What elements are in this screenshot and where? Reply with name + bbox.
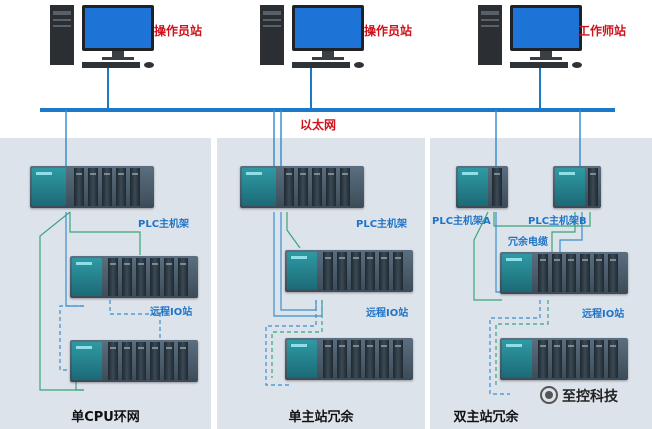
link-green-3a: [473, 211, 502, 301]
link-dash-2b: [271, 300, 323, 378]
cpu-module: [242, 168, 276, 206]
panel-title: 单CPU环网: [71, 410, 140, 425]
plc-main-rack: [240, 166, 364, 208]
remote-io-station: [500, 252, 628, 294]
workstation-computer-icon: [50, 5, 154, 68]
plc-rack-a-label: PLC主机架A: [432, 216, 491, 227]
link-dash-2: [265, 300, 317, 386]
redundant-cable: [493, 212, 591, 227]
station-label: 操作员站: [364, 24, 413, 38]
panel-title: 双主站冗余: [453, 410, 519, 425]
io-interface-module: [287, 340, 317, 378]
ring-green-1: [39, 211, 84, 391]
plc-main-rack: [30, 166, 154, 208]
plc-main-rack-b: [553, 166, 601, 208]
remote-io-station: [285, 250, 413, 292]
io-interface-module: [502, 254, 532, 292]
station-label: 操作员站: [154, 24, 203, 38]
io-interface-module: [287, 252, 317, 290]
io-interface-module: [72, 258, 102, 296]
panel-title: 单主站冗余: [288, 410, 354, 425]
plc-rack-label: PLC主机架: [356, 219, 408, 230]
cpu-module: [555, 168, 585, 206]
remote-io-station: [285, 338, 413, 380]
workstation-computer-icon: [260, 5, 364, 68]
ethernet-label: 以太网: [300, 118, 337, 132]
io-interface-module: [502, 340, 532, 378]
remote-io-station: [70, 340, 198, 382]
link-dash-3b: [495, 300, 549, 386]
link-green-3b: [551, 212, 576, 252]
cpu-module: [458, 168, 488, 206]
link-green-2: [286, 212, 301, 249]
io-station-label: 远程IO站: [366, 308, 409, 319]
ring-dash-1b: [109, 300, 161, 338]
io-station-label: 远程IO站: [582, 309, 625, 320]
io-interface-module: [72, 342, 102, 380]
plc-rack-label: PLC主机架: [138, 219, 190, 230]
link-blue-2b: [280, 212, 317, 311]
link-dash-3: [489, 300, 541, 395]
remote-io-station: [70, 256, 198, 298]
plc-rack-b-label: PLC主机架B: [528, 216, 587, 227]
redundant-cable-label: 冗余电缆: [508, 237, 548, 248]
brand-logo-text: 至控科技: [562, 389, 618, 405]
station-label: 工作师站: [578, 24, 627, 38]
cpu-module: [32, 168, 66, 206]
link-blue-3b: [559, 212, 583, 252]
io-station-label: 远程IO站: [150, 307, 193, 318]
workstation-computer-icon: [478, 5, 582, 68]
ring-green-1c: [75, 382, 84, 391]
remote-io-station: [500, 338, 628, 380]
brand-logo: 至控科技: [540, 386, 618, 406]
swirl-logo-icon: [540, 386, 558, 404]
plc-main-rack-a: [456, 166, 508, 208]
ring-green-1b: [69, 212, 141, 255]
